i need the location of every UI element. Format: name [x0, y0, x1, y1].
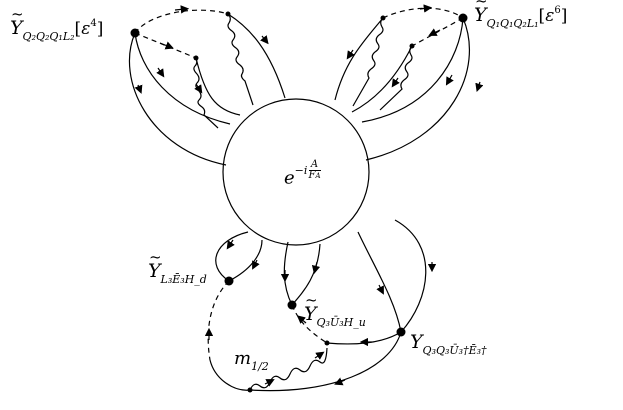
mass-insertion-sub: 1/2: [251, 360, 269, 373]
fermion-bottom-right-1: [357, 231, 402, 333]
label-top-right-power: 6: [554, 5, 561, 16]
label-mid-center-base: Y: [304, 293, 317, 324]
gaugino-line-1: [193, 57, 219, 129]
label-mid-center-sub: Q₃Ū₃H_u: [316, 316, 366, 329]
central-blob-exp-minus-i: −i: [294, 163, 308, 177]
label-mid-left-sub: L₃Ē₃H_d: [160, 273, 207, 286]
vertex-dot-mid-left: [224, 276, 234, 286]
label-top-left-bracket-close: ]: [96, 19, 104, 39]
fermion-top-left-4: [227, 13, 286, 99]
arrow-top-left-f: [260, 35, 269, 45]
arrow-mid-left-b: [252, 259, 260, 270]
central-blob-exp-den-sub: A: [315, 172, 321, 180]
mass-insertion-base: m: [234, 348, 252, 369]
vertex-dot-bottom-right: [396, 327, 406, 337]
fermion-top-left-2: [134, 32, 231, 125]
arrow-bottom-right-a: [376, 284, 384, 295]
label-top-left-sub: Q₂Q₂Q₁L₂: [22, 30, 75, 43]
label-bottom-right-base: Y: [410, 331, 423, 353]
label-mid-left-vertex: YL₃Ē₃H_d: [148, 250, 207, 286]
dashed-propagator-top-right: [382, 7, 464, 19]
fermion-top-right-4: [351, 45, 413, 113]
dashed-mid-center: [291, 304, 328, 344]
label-bottom-right-vertex: YQ₃Q₃Ū₃†Ē₃†: [410, 331, 487, 357]
arrow-mass-b: [314, 351, 325, 360]
dashed-propagator-top-right-b: [411, 17, 464, 47]
vertex-dot-bottom-left: [247, 387, 253, 393]
arrow-mid-left-a: [226, 239, 235, 250]
label-top-right-eps: ε: [545, 6, 555, 26]
fermion-bottom-left: [209, 359, 251, 391]
vertex-dot-mid-center: [287, 300, 297, 310]
fermion-bottom-right-2: [394, 219, 427, 333]
label-top-left-eps: ε: [81, 19, 91, 39]
fermion-bottom-right-4: [249, 331, 402, 392]
arrow-top-left-c: [134, 84, 143, 94]
vertex-dot-top-left-inner-1: [193, 55, 199, 61]
fermion-top-right-2: [361, 17, 464, 123]
gaugino-line-3: [352, 17, 384, 107]
mass-insertion-wavy-line: [249, 347, 328, 391]
fermion-top-right-3: [334, 17, 384, 101]
vertex-dot-top-left: [130, 28, 140, 38]
fermion-mid-left-1: [215, 231, 249, 282]
arrow-top-left-b: [159, 41, 174, 50]
label-bottom-right-sub: Q₃Q₃Ū₃†Ē₃†: [422, 344, 487, 357]
gaugino-line-4: [379, 45, 413, 111]
central-blob-circle: [222, 98, 370, 246]
label-top-left-base: Y: [10, 7, 23, 38]
vertex-dot-top-right-inner-1: [380, 15, 386, 21]
arrow-top-right-d: [445, 74, 454, 86]
label-top-right-bracket-close: ]: [560, 6, 568, 26]
arrow-mass-a: [264, 379, 275, 387]
fermion-top-right-1: [365, 17, 471, 161]
arrow-top-left-d: [156, 67, 165, 78]
vertex-dot-top-right: [458, 13, 468, 23]
central-blob-exp-den: F: [308, 170, 316, 181]
arrow-top-right-f: [391, 77, 400, 88]
arrow-mid-center-b: [311, 261, 321, 275]
fermion-top-left-3: [195, 57, 241, 116]
label-mass-insertion: m1/2: [234, 348, 269, 373]
arrow-top-left-e: [194, 83, 203, 94]
arrow-top-right-c: [475, 81, 484, 92]
label-top-right-bracket-open: [: [538, 6, 546, 26]
label-top-left-vertex: YQ₂Q₂Q₁L₂[ε4]: [10, 7, 104, 43]
label-top-right-vertex: YQ₁Q₁Q₂L₁[ε6]: [474, 0, 568, 30]
vertex-dot-inner-right: [324, 340, 330, 346]
label-mid-center-vertex: YQ₃Ū₃H_u: [304, 293, 366, 329]
vertex-dot-top-right-inner-2: [409, 43, 415, 49]
central-blob-base: e: [284, 167, 295, 189]
arrow-bottom-right-d: [334, 377, 346, 386]
label-top-left-bracket-open: [: [74, 19, 82, 39]
dashed-mid-left-down: [207, 280, 230, 361]
dashed-propagator-top-left: [134, 9, 229, 34]
gaugino-line-2: [227, 13, 254, 106]
label-mid-left-base: Y: [148, 250, 161, 281]
vertex-dot-top-left-inner-2: [225, 11, 231, 17]
label-top-right-sub: Q₁Q₁Q₂L₁: [486, 17, 539, 30]
label-top-left-power: 4: [90, 18, 97, 29]
fermion-top-left-1: [128, 32, 227, 166]
arrow-top-right-a: [419, 4, 433, 13]
fermion-mid-center-2: [291, 243, 321, 306]
arrow-top-left-a: [174, 5, 190, 14]
central-blob-exp-num: A: [308, 160, 321, 171]
arrow-top-right-b: [428, 28, 441, 36]
dashed-propagator-top-left-b: [134, 32, 197, 59]
arrow-top-right-e: [346, 49, 355, 60]
label-top-right-base: Y: [474, 0, 487, 25]
